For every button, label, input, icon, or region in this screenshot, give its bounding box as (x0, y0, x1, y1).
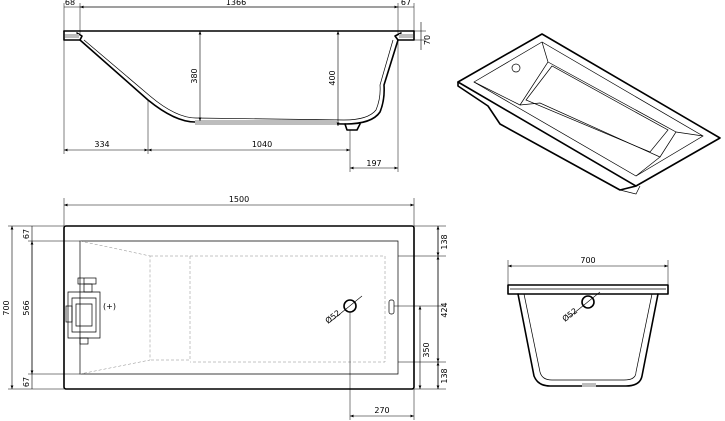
front-view: Ø52 700 (507, 256, 669, 387)
side-section-view: 68 1366 67 70 380 400 334 1040 197 (63, 0, 432, 172)
dim-top-width: 700 (2, 300, 11, 315)
dim-side-depth-total: 400 (328, 70, 337, 85)
floor-strip (195, 120, 337, 125)
waste-assembly (65, 277, 101, 345)
front-drain-hole (581, 295, 595, 309)
rim-seal-right (399, 34, 413, 38)
top-view: (+) Ø52 1500 700 566 67 67 138 (2, 195, 449, 420)
dim-side-flat-bottom: 1040 (252, 140, 272, 149)
dim-top-length: 1500 (229, 195, 249, 204)
dim-top-left-rim-top: 67 (22, 229, 31, 239)
dim-front-drain-diameter: Ø52 (560, 306, 579, 324)
basin-profile (79, 39, 399, 125)
front-drain-foot (582, 383, 596, 387)
rim-seal-left (65, 34, 79, 38)
dim-top-left-rim-bottom: 67 (22, 377, 31, 387)
drain-outlet (344, 123, 361, 131)
dim-side-rim-height: 70 (423, 35, 432, 45)
dim-side-slope-length: 334 (94, 140, 109, 149)
isometric-view (457, 33, 721, 195)
dim-front-width: 700 (580, 256, 595, 265)
dim-side-depth-inner: 380 (190, 68, 199, 83)
drain-marker-label: (+) (103, 302, 116, 311)
dim-side-drain-offset: 197 (366, 159, 381, 168)
dim-side-inner-length: 1366 (226, 0, 246, 7)
dim-top-overflow-span: 424 (440, 302, 449, 317)
tub-outline (63, 225, 415, 390)
dim-top-drain-height: 350 (422, 342, 431, 357)
dim-side-rim-left: 68 (65, 0, 75, 7)
overflow-hole (511, 63, 521, 73)
dim-top-inner-width: 566 (22, 300, 31, 315)
basin-outline (79, 240, 399, 375)
dim-top-right-rim-top: 138 (440, 234, 449, 249)
dim-top-drain-offset: 270 (374, 406, 389, 415)
dim-top-right-rim-bottom: 138 (440, 368, 449, 383)
dim-top-drain-diameter: Ø52 (323, 308, 342, 326)
dim-side-rim-right: 67 (401, 0, 411, 7)
overflow-slot (388, 299, 395, 315)
